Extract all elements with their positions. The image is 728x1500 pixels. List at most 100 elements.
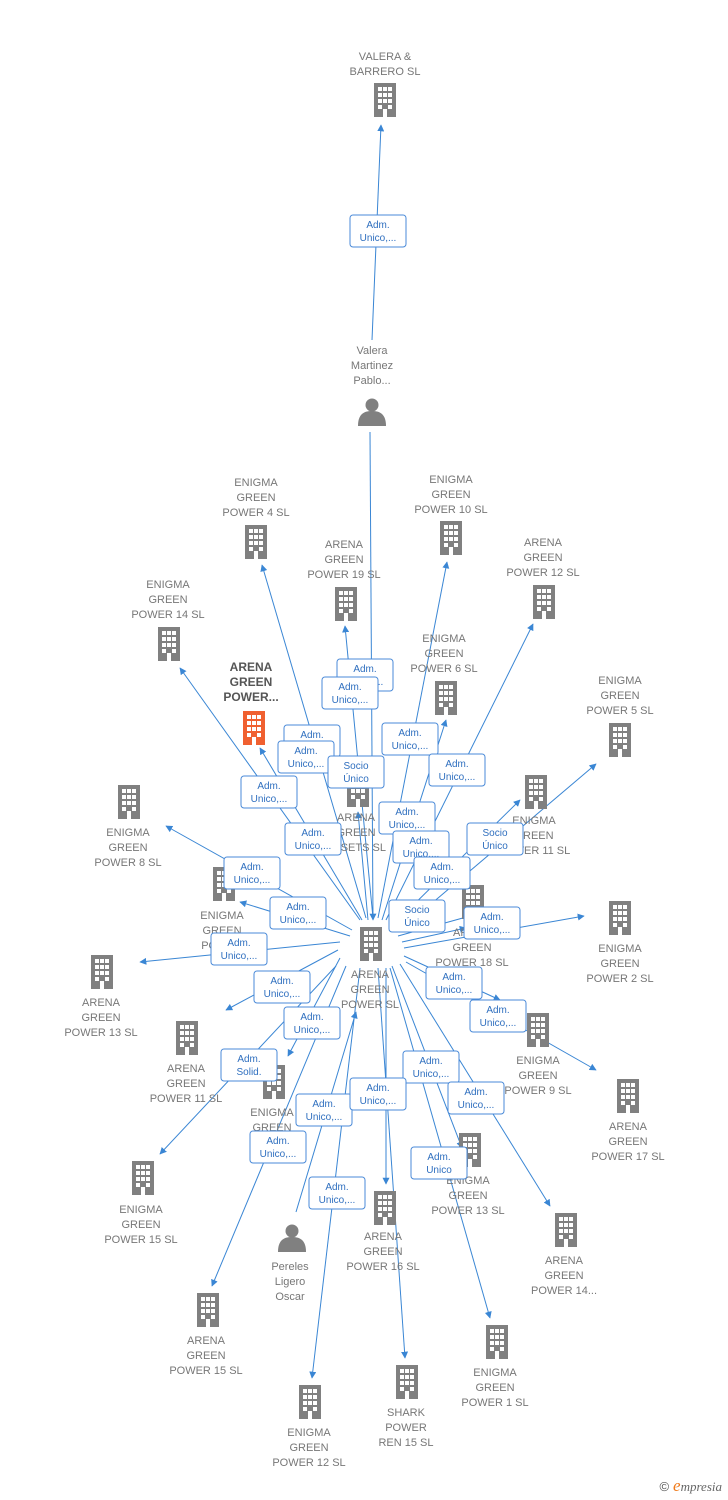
node-label-line: GREEN [350, 984, 389, 996]
edge-label-box [425, 966, 483, 1000]
node-label-line: POWER 14 SL [131, 609, 204, 621]
node-label-line: POWER 15 SL [169, 1365, 242, 1377]
edge-label-box [466, 822, 524, 856]
building-icon [176, 1021, 198, 1055]
edge-label-box [308, 1176, 366, 1210]
node-label-line: ARENA [364, 1231, 403, 1243]
edge-label-text: Unico,... [264, 989, 301, 1000]
edge-label-arena_center-to-arena_focus[interactable]: Adm.Unico,... [277, 740, 335, 774]
node-label-line: GREEN [363, 1246, 402, 1258]
node-arena_focus[interactable]: ARENAGREENPOWER... [223, 660, 279, 745]
edge-label-arena_center-to-enigma14[interactable]: Adm.Unico,... [240, 775, 298, 809]
edge-label-arena_center-to-arena14[interactable]: Adm.Unico,... [447, 1081, 505, 1115]
edge-label-box [249, 1130, 307, 1164]
node-label-line: GREEN [336, 827, 375, 839]
node-label-line: GREEN [236, 492, 275, 504]
edge-label-text: Unico,... [424, 875, 461, 886]
edge-label-arena_center-to-arena12[interactable]: Adm.Unico,... [284, 822, 342, 856]
edge-label-text: Adm. [300, 1012, 323, 1023]
node-label-line: ENIGMA [287, 1427, 331, 1439]
node-label-line: ENIGMA [516, 1055, 560, 1067]
edge-label-arena_center-to-enigma6[interactable]: Adm.Unico,... [428, 753, 486, 787]
edge-label-arena_center-to-arena19[interactable]: Adm.Unico,... [321, 676, 379, 710]
node-label-line: GREEN [452, 942, 491, 954]
edge-label-text: Unico,... [392, 741, 429, 752]
node-label-line: POWER 2 SL [586, 973, 653, 985]
edge-label-arena_center-to-enigma11[interactable]: Adm.Unico,... [378, 801, 436, 835]
node-arena16[interactable]: ARENA GREEN POWER 16 SL [346, 1191, 420, 1273]
node-label-line: ENIGMA [119, 1204, 163, 1216]
edge-label-arena_center-to-arena11[interactable]: Adm.Unico,... [463, 906, 521, 940]
edge-label-text: Adm. [237, 1054, 260, 1065]
node-label-line: ENIGMA [598, 943, 642, 955]
edge-label-arena_center-to-arena18[interactable]: Adm.Unico,... [413, 856, 471, 890]
edge-arena_center-to-arena18 [401, 925, 467, 943]
node-label-line: POWER 6 SL [410, 663, 477, 675]
node-label-line: ARENA [609, 1121, 648, 1133]
edge-label-box [283, 1006, 341, 1040]
edge-label-arena_center-to-arena17[interactable]: Adm.Unico,... [469, 999, 527, 1033]
edge-label-text: Único [343, 772, 369, 785]
edge-label-arena_center-to-enigma2[interactable]: Adm.Unico,... [210, 932, 268, 966]
edge-label-arena_center-to-enigma10[interactable]: Adm.Unico,... [381, 722, 439, 756]
edge-label-box [284, 822, 342, 856]
edge-label-arena_center-to-arena15[interactable]: Adm.Unico,... [349, 1077, 407, 1111]
edge-label-arena_center-to-enigma15[interactable]: Adm.Unico,... [283, 1006, 341, 1040]
node-valera_barrero[interactable]: VALERA &BARRERO SL [350, 51, 421, 117]
edge-label-valera_martinez-to-valera_barrero[interactable]: Adm.Unico,... [349, 214, 407, 248]
edge-label-box [349, 1077, 407, 1111]
edge-label-arena_center-to-enigma12[interactable]: Adm.Unico,... [249, 1130, 307, 1164]
building-icon [243, 711, 265, 745]
node-label-line: POWER 17 SL [591, 1151, 664, 1163]
edge-label-box [327, 755, 385, 789]
edge-label-arena_center-to-arena13[interactable]: Adm.Unico,... [269, 896, 327, 930]
edge-label-arena_center-to-enigma_y[interactable]: Adm.Unico,... [425, 966, 483, 1000]
edge-label-arena_center-to-arena16[interactable]: Adm.Unico,... [402, 1050, 460, 1084]
edge-label-text: Unico,... [295, 841, 332, 852]
node-label-line: POWER 5 SL [586, 705, 653, 717]
node-valera_martinez[interactable]: ValeraMartinezPablo... [351, 345, 393, 426]
edge-label-arena_center-to-enigma_x[interactable]: Adm.Unico,... [223, 856, 281, 890]
edge-label-box [413, 856, 471, 890]
edge-label-pereles-to-arena_center[interactable]: Adm.Solid. [220, 1048, 278, 1082]
node-label-line: ENIGMA [106, 827, 150, 839]
edge-label-arena_center-to-enigma1[interactable]: Adm.Unico,... [308, 1176, 366, 1210]
node-label-line: POWER 16 SL [346, 1261, 419, 1273]
edge-label-arena_center-to-enigma9[interactable]: Adm.Unico,... [253, 970, 311, 1004]
node-label-line: GREEN [121, 1219, 160, 1231]
edge-label-arena_center-to-enigma13[interactable]: Adm.Unico,... [295, 1093, 353, 1127]
edge-label-box [388, 899, 446, 933]
edge-label-text: Unico,... [260, 1149, 297, 1160]
edge-label-arena_center-to-shark15[interactable]: Adm.Unico [410, 1146, 468, 1180]
edge-label-text: Adm. [286, 902, 309, 913]
footer-credit[interactable]: ©empresia [659, 1476, 722, 1496]
building-icon [555, 1213, 577, 1247]
building-icon [245, 525, 267, 559]
building-icon [533, 585, 555, 619]
brand-name: mpresia [680, 1479, 722, 1494]
